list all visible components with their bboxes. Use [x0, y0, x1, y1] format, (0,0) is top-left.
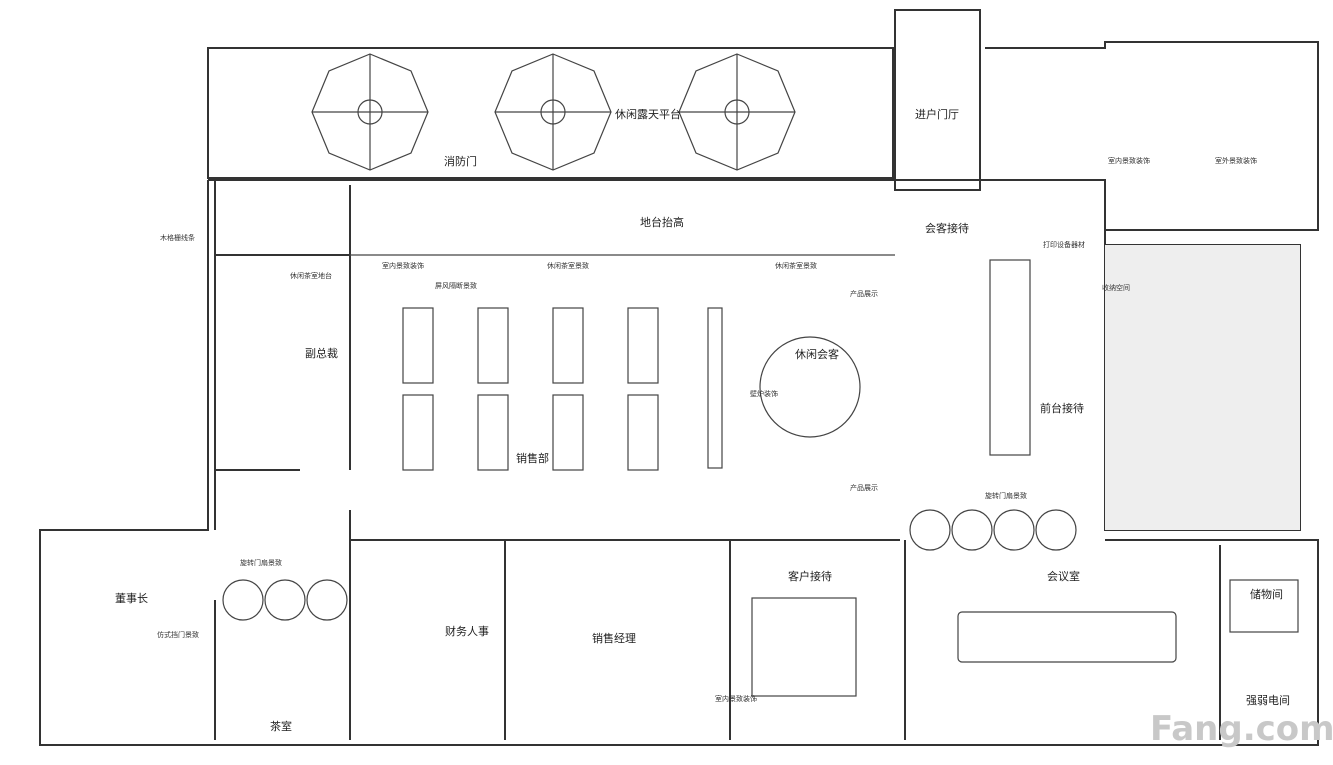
note-tea-scene-1: 休闲茶室景致: [547, 261, 589, 270]
room-label-terrace: 休闲露天平台: [615, 107, 681, 121]
note-wood-grille: 木格栅线条: [160, 233, 195, 242]
room-label-sales-dept: 销售部: [516, 451, 549, 465]
note-screen-partition: 屏风隔断景致: [435, 281, 477, 290]
storage-shelf: [1229, 579, 1299, 633]
room-label-sales-manager: 销售经理: [592, 631, 636, 645]
fireplace: [707, 307, 723, 469]
room-label-finance-hr: 财务人事: [445, 624, 489, 638]
note-outdoor-decor: 室外景致装饰: [1215, 156, 1257, 165]
room-label-client-reception: 客户接待: [788, 569, 832, 583]
sales-desks: [402, 307, 659, 471]
note-fireplace: 壁炉装饰: [750, 389, 778, 398]
room-label-fire-door: 消防门: [444, 154, 477, 168]
note-product-display-bottom: 产品展示: [850, 483, 878, 492]
room-label-electrical-room: 强弱电间: [1246, 694, 1290, 707]
room-label-lounge: 休闲会客: [795, 347, 839, 361]
note-indoor-decor-3: 室内景致装饰: [715, 694, 757, 703]
revolving-doors: [222, 509, 1077, 621]
walls: [39, 9, 1319, 746]
room-label-chairman: 董事长: [115, 592, 148, 605]
client-sofa: [751, 597, 857, 697]
meeting-table: [957, 611, 1177, 663]
room-label-storage: 储物间: [1250, 587, 1283, 601]
room-label-front-desk: 前台接待: [1040, 401, 1084, 415]
room-label-raised-platform: 地台抬高: [640, 215, 684, 229]
room-label-meeting-room: 会议室: [1047, 569, 1080, 583]
note-antique-door: 仿式挡门景致: [157, 630, 199, 639]
note-tea-platform: 休闲茶室地台: [290, 271, 332, 280]
note-storage-space: 收纳空间: [1102, 283, 1130, 292]
room-label-vice-president: 副总裁: [305, 346, 338, 360]
front-desk-counter: [989, 259, 1031, 456]
lounge-table: [759, 336, 861, 438]
note-tea-scene-2: 休闲茶室景致: [775, 261, 817, 270]
room-label-tea-room: 茶室: [270, 719, 292, 733]
note-indoor-decor-2: 室内景致装饰: [1108, 156, 1150, 165]
watermark-logo: Fang.com: [1150, 709, 1333, 749]
note-product-display-top: 产品展示: [850, 289, 878, 298]
umbrella-tables: [311, 53, 796, 171]
note-revolving-door-2: 旋转门扇景致: [240, 558, 282, 567]
note-revolving-door-1: 旋转门扇景致: [985, 491, 1027, 500]
note-printer: 打印设备器材: [1043, 240, 1085, 249]
note-indoor-decor-1: 室内景致装饰: [382, 261, 424, 270]
room-label-reception-lounge: 会客接待: [925, 221, 969, 235]
room-label-entry-hall: 进户门厅: [915, 107, 959, 121]
